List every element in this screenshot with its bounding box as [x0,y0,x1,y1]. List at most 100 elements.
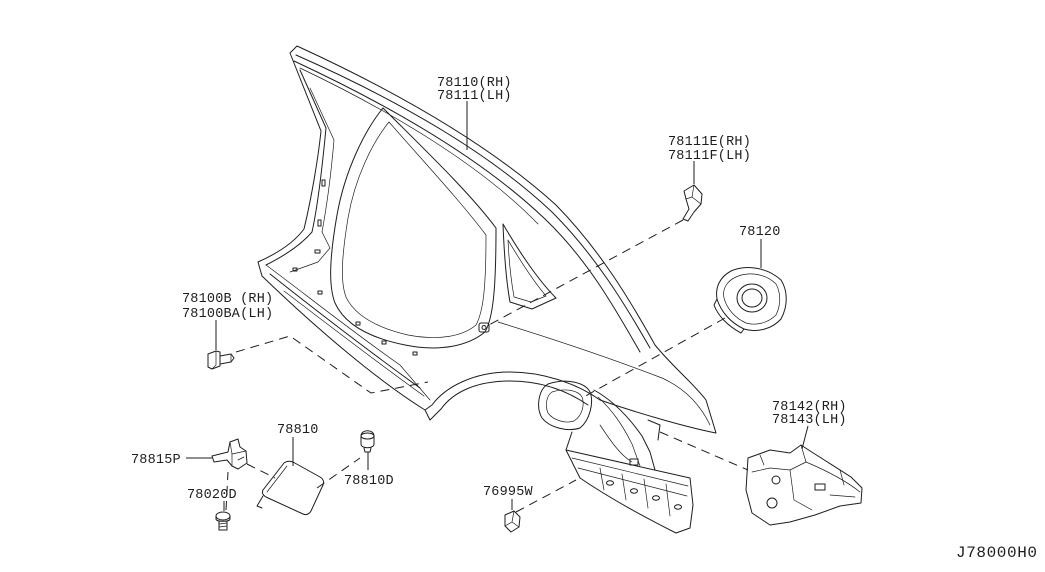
assembly-line [515,479,577,513]
lid-edge [266,465,288,493]
filler-pocket-outer [716,267,787,332]
panel-rib [571,457,689,487]
screw [215,511,231,531]
panel-hole [630,488,638,494]
inner-extension-edge [789,469,813,511]
inner-extension-hole [771,475,781,485]
diagram-code: J78000H0 [956,544,1038,562]
small-clip-outline [504,510,521,533]
clip-shank [219,353,235,365]
inner-extension-edge [759,454,765,466]
sill-line [269,273,421,389]
panel-clip [207,350,235,370]
screw-washer [215,515,231,522]
clip-head [207,350,221,370]
callout-78810-label: 78810 [277,423,319,438]
roof-rail-line [293,60,641,353]
inner-extension-hole [766,497,778,509]
panel-hole [674,504,682,510]
bumper-top [360,432,375,440]
callout-labels: 78110(RH) 78111(LH) 78111E(RH) 78111F(LH… [131,76,847,503]
door-opening-inner [342,121,487,338]
clip-boss [478,322,490,333]
filler-pocket-lip [713,298,745,334]
leader-lines [186,101,809,511]
callout-78143-label: 78143(LH) [772,413,847,428]
callout-78142-label: 78142(RH) [772,400,847,415]
inner-extension-edge [751,444,807,473]
callout-78020D-label: 78020D [187,488,237,503]
callout-76995W-label: 76995W [483,485,534,500]
lid-outline [261,460,325,516]
panel-rib [621,473,627,501]
lower-inner-panel-link [565,431,573,451]
assembly-line [246,463,276,479]
quarter-window-pocket-inner [507,239,547,303]
assembly-line [486,219,684,327]
pillar-line [265,69,327,266]
hinge-edge [237,456,245,461]
screw-thread [218,522,228,528]
clip-head-edge [211,350,217,370]
filler-housing-bracket [647,419,661,441]
filler-pocket-rim [723,273,781,325]
callout-78100BA-label: 78100BA(LH) [182,307,273,322]
hinge-outline [211,438,248,470]
panel-hole [355,321,361,326]
lower-inner-panel-outline [565,449,694,534]
fuel-lid-opening-inner [546,389,584,423]
assembly-lines [225,219,749,513]
filler-housing-frame [597,396,641,467]
filler-housing-frame [593,389,656,471]
lid-hinge [211,438,248,470]
hinge-edge [229,441,247,455]
door-opening-outer [330,107,497,349]
panel-rib [599,467,605,491]
callout-78111E-label: 78111E(RH) [668,135,751,150]
roof-rail-line [295,54,651,349]
panel-rib [643,478,649,509]
assembly-line [659,431,749,471]
callout-78111-label: 78111(LH) [437,89,512,104]
extension-piece [682,184,703,222]
panel-hole [652,495,660,501]
inner-extension-edge [839,469,845,486]
roof-rail-line [299,67,539,225]
filler-pocket [713,267,787,334]
inner-extension-edge [805,461,861,493]
small-clip-edge [504,510,520,528]
callout-78120-label: 78120 [739,225,781,240]
panel-hole [629,458,639,466]
panel-hole [292,267,298,272]
assembly-line [581,317,726,399]
clip-hole [481,325,487,330]
quarter-window-pocket [502,223,557,310]
panel-hole [317,290,323,295]
panel-hole [412,351,418,356]
quarter-panel-drawing [257,45,717,471]
inner-extension-outline [745,444,863,526]
panel-hole [381,340,387,345]
lid-bumper [360,430,375,453]
inner-extension-hole [814,483,826,491]
sill-line [283,290,425,397]
assembly-line [316,457,361,489]
lid-hinge-arm [256,495,264,509]
screw-head [215,511,231,521]
filler-neck-ring [736,283,768,313]
small-clip [504,510,521,533]
panel-hole [314,249,321,254]
screw-shank [218,520,228,531]
panel-outline [257,45,717,434]
pillar-line [309,87,335,233]
bumper-stem [363,447,372,453]
callout-78111F-label: 78111F(LH) [668,149,751,164]
wheel-arch-flange [440,380,589,410]
assembly-line [235,335,429,394]
callout-78815P-label: 78815P [131,453,181,468]
pillar-line [289,231,331,273]
filler-neck-hole [741,288,763,308]
wheel-arch-lip [424,408,442,421]
